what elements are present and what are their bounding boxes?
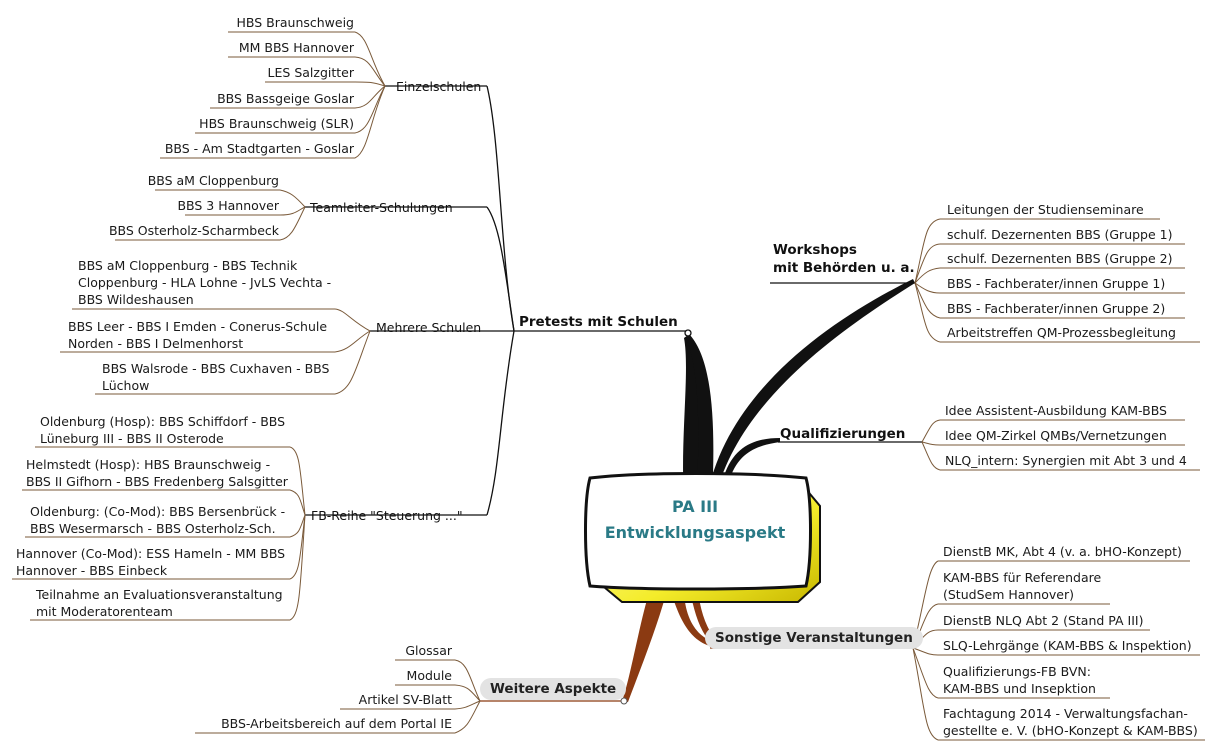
leaf-weitere[interactable]: Module — [406, 668, 452, 683]
topic-workshops[interactable]: Workshops mit Behörden u. a. — [773, 242, 915, 276]
leaf-workshop[interactable]: BBS - Fachberater/innen Gruppe 1) — [947, 276, 1166, 291]
leaf-fbreihe[interactable]: Hannover (Co-Mod): ESS Hameln - MM BBS H… — [16, 546, 286, 578]
leaf-einzelschule[interactable]: LES Salzgitter — [267, 65, 354, 80]
central-line2: Entwicklungsaspekt — [604, 523, 786, 542]
einzelschulen-leaf-lines — [160, 31, 386, 159]
leaf-workshop[interactable]: schulf. Dezernenten BBS (Gruppe 2) — [947, 251, 1173, 266]
leaf-mehrere[interactable]: BBS Leer - BBS I Emden - Conerus-Schule … — [68, 319, 328, 351]
leaf-sonstige[interactable]: KAM-BBS für Referendare (StudSem Hannove… — [943, 570, 1102, 602]
subtopic-teamleiter[interactable]: Teamleiter-Schulungen — [310, 200, 453, 215]
leaf-teamleiter[interactable]: BBS 3 Hannover — [177, 198, 279, 213]
leaf-mehrere[interactable]: BBS aM Cloppenburg - BBS Technik Cloppen… — [78, 258, 332, 307]
leaf-weitere[interactable]: BBS-Arbeitsbereich auf dem Portal IE — [221, 716, 452, 731]
leaf-qualifizierung[interactable]: Idee QM-Zirkel QMBs/Vernetzungen — [945, 428, 1167, 443]
fbreihe-leaf-lines — [12, 446, 306, 621]
topic-pretests[interactable]: Pretests mit Schulen — [519, 314, 678, 330]
leaf-fbreihe[interactable]: Teilnahme an Evaluationsveranstaltung mi… — [36, 587, 283, 619]
subtopic-fbreihe[interactable]: FB-Reihe "Steuerung ..." — [311, 508, 463, 523]
central-topic: PA III Entwicklungsaspekt — [590, 494, 800, 546]
leaf-workshop[interactable]: Arbeitstreffen QM-Prozessbegleitung — [947, 325, 1176, 340]
branch-weitere — [622, 590, 666, 702]
leaf-sonstige[interactable]: DienstB MK, Abt 4 (v. a. bHO-Konzept) — [943, 544, 1182, 559]
leaf-qualifizierung[interactable]: NLQ_intern: Synergien mit Abt 3 und 4 — [945, 453, 1187, 468]
leaf-fbreihe[interactable]: Helmstedt (Hosp): HBS Braunschweig - BBS… — [26, 457, 288, 489]
topic-sonstige[interactable]: Sonstige Veranstaltungen — [705, 627, 923, 649]
subtopic-einzelschulen[interactable]: Einzelschulen — [396, 79, 482, 94]
leaf-workshop[interactable]: BBS - Fachberater/innen Gruppe 2) — [947, 301, 1166, 316]
leaf-einzelschule[interactable]: MM BBS Hannover — [238, 40, 354, 55]
leaf-teamleiter[interactable]: BBS aM Cloppenburg — [147, 173, 279, 188]
leaf-einzelschule[interactable]: BBS Bassgeige Goslar — [217, 91, 354, 106]
pretests-connectors — [305, 85, 692, 516]
central-branches — [622, 279, 915, 702]
subtopic-mehrere[interactable]: Mehrere Schulen — [376, 320, 482, 335]
workshops-leaf-lines — [770, 218, 1200, 343]
teamleiter-leaf-lines — [115, 189, 306, 241]
leaf-fbreihe[interactable]: Oldenburg (Hosp): BBS Schiffdorf - BBS L… — [40, 414, 286, 446]
mehrere-leaf-lines — [60, 308, 371, 395]
leaf-teamleiter[interactable]: BBS Osterholz-Scharmbeck — [108, 223, 279, 238]
leaf-sonstige[interactable]: Fachtagung 2014 - Verwaltungsfachan- ges… — [943, 706, 1198, 738]
leaf-sonstige[interactable]: SLQ-Lehrgänge (KAM-BBS & Inspektion) — [943, 638, 1192, 653]
leaf-weitere[interactable]: Glossar — [405, 643, 452, 658]
leaf-sonstige[interactable]: Qualifizierungs-FB BVN: KAM-BBS und Inse… — [943, 664, 1096, 696]
leaf-einzelschule[interactable]: BBS - Am Stadtgarten - Goslar — [164, 141, 354, 156]
leaf-sonstige[interactable]: DienstB NLQ Abt 2 (Stand PA III) — [943, 613, 1144, 628]
leaf-workshop[interactable]: Leitungen der Studienseminare — [947, 202, 1144, 217]
leaf-qualifizierung[interactable]: Idee Assistent-Ausbildung KAM-BBS — [945, 403, 1167, 418]
qualifizierungen-leaf-lines — [778, 419, 1200, 471]
topic-qualifizierungen[interactable]: Qualifizierungen — [780, 426, 906, 442]
central-line1: PA III — [671, 497, 719, 516]
leaf-weitere[interactable]: Artikel SV-Blatt — [358, 692, 452, 707]
leaf-einzelschule[interactable]: HBS Braunschweig (SLR) — [199, 116, 354, 131]
leaf-fbreihe[interactable]: Oldenburg: (Co-Mod): BBS Bersenbrück - B… — [30, 504, 286, 536]
topic-weitere[interactable]: Weitere Aspekte — [480, 678, 627, 700]
leaf-workshop[interactable]: schulf. Dezernenten BBS (Gruppe 1) — [947, 227, 1173, 242]
leaf-einzelschule[interactable]: HBS Braunschweig — [236, 15, 354, 30]
branch-workshops — [708, 279, 915, 495]
weitere-leaf-lines — [195, 659, 628, 734]
central-node[interactable] — [584, 472, 821, 603]
leaf-mehrere[interactable]: BBS Walsrode - BBS Cuxhaven - BBS Lüchow — [102, 361, 330, 393]
branch-sonstige — [672, 594, 711, 646]
